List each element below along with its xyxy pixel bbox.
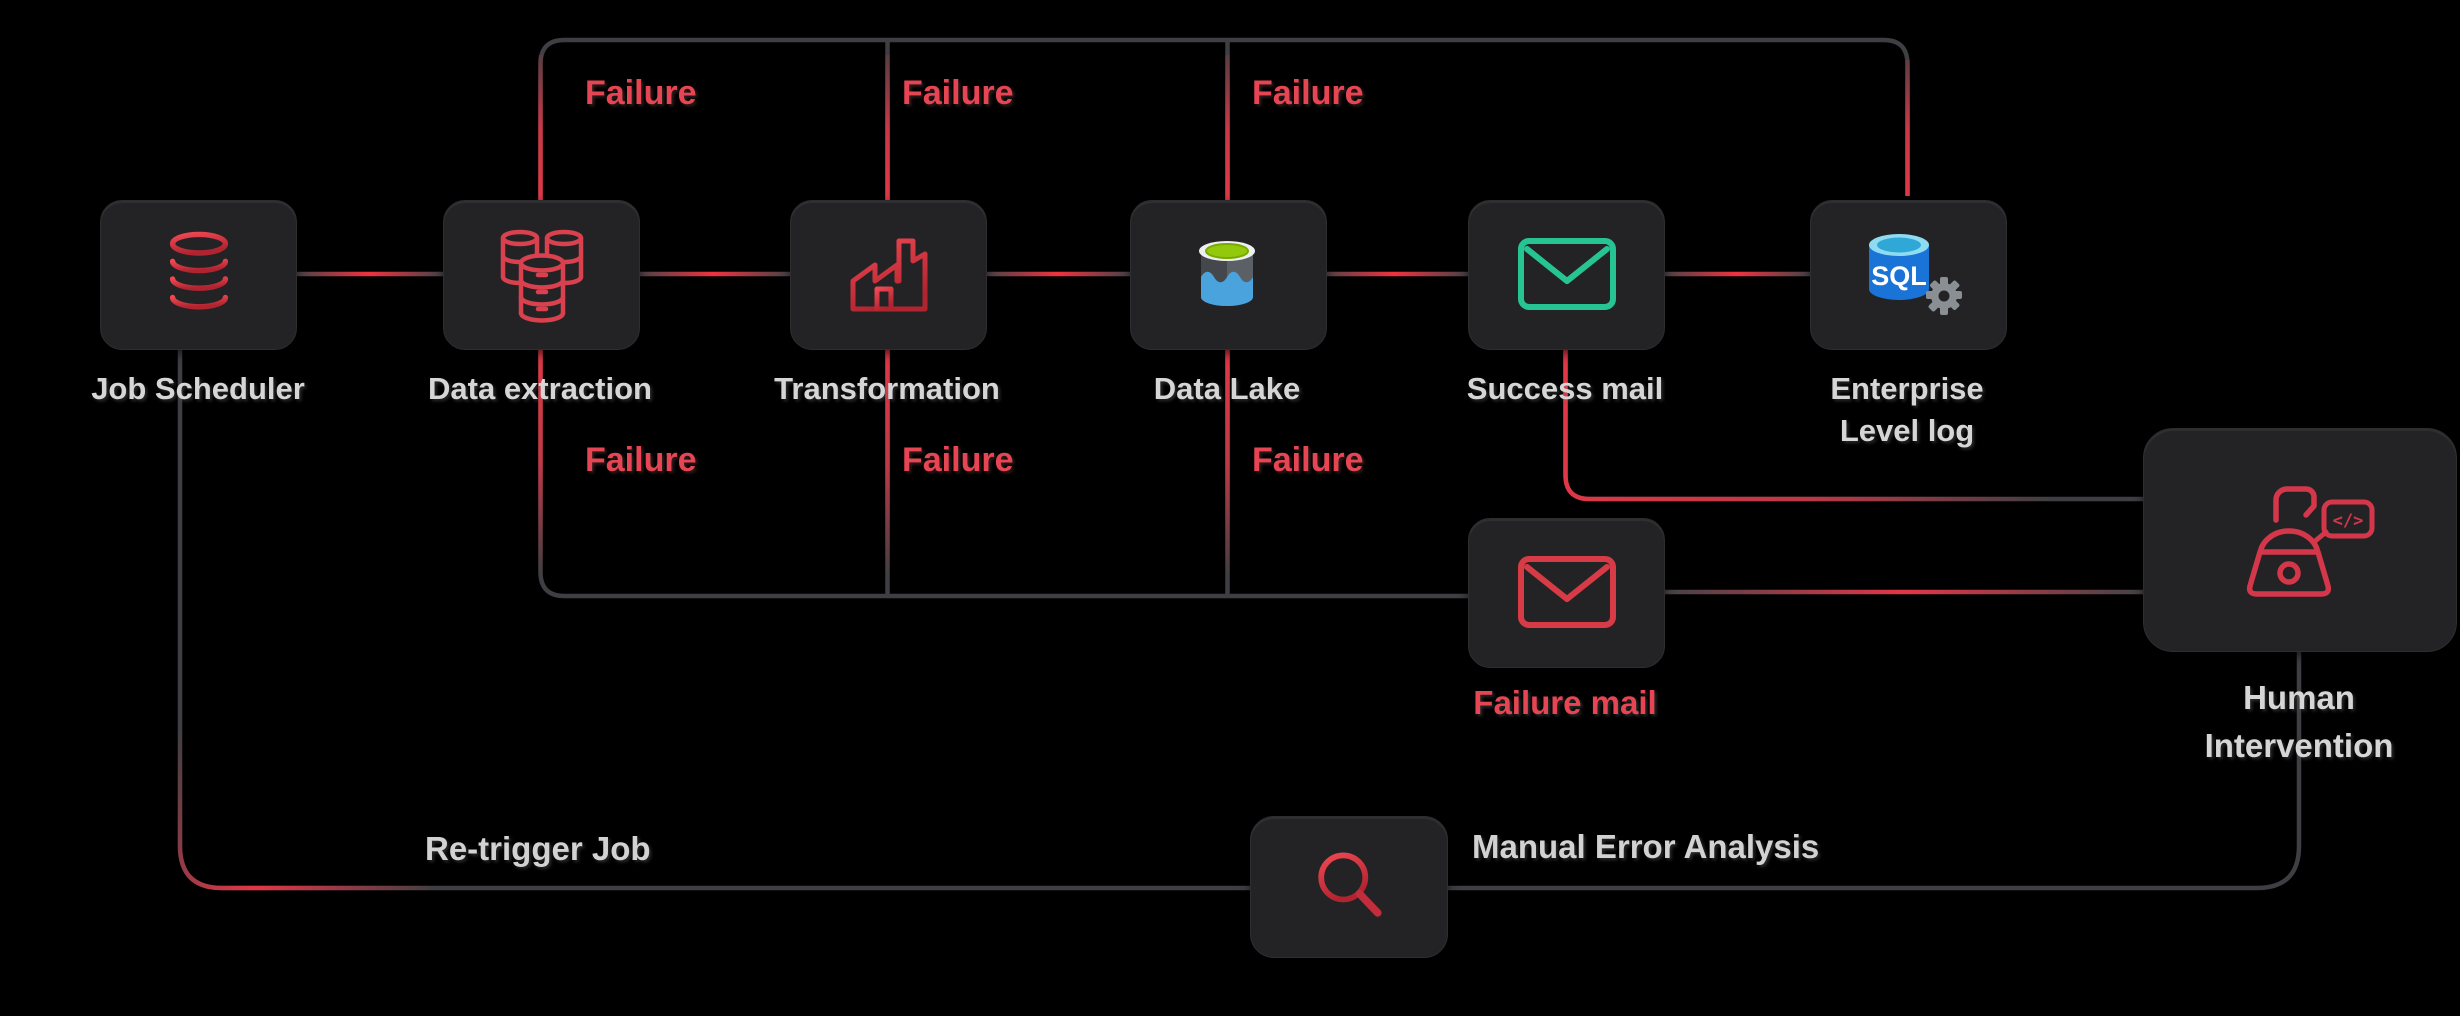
wires-red-glow [177, 55, 2050, 891]
laptop [2246, 549, 2332, 597]
failure-label-top-2: Failure [902, 74, 1014, 112]
glow-retrigger-corner [177, 730, 430, 891]
node-success-mail [1468, 200, 1665, 350]
node-human-intervention: </> [2143, 428, 2457, 652]
label-human-line2: Intervention [2204, 727, 2394, 764]
node-level-log: SQL [1810, 200, 2007, 350]
label-human-intervention: Human Intervention [2149, 674, 2449, 770]
node-data-lake [1130, 200, 1327, 350]
node-job-scheduler [100, 200, 297, 350]
failure-label-top-3: Failure [1252, 74, 1364, 112]
label-failure-mail: Failure mail [1473, 684, 1657, 721]
wires-dark [177, 37, 2302, 891]
node-transformation [790, 200, 987, 350]
label-level-log-line1: Enterprise [1830, 371, 1984, 406]
sql-database-gear-icon: SQL [1868, 234, 1962, 315]
code-glyph: </> [2333, 511, 2364, 531]
failure-label-top-1: Failure [585, 74, 697, 112]
glow-success-curve [1563, 348, 2050, 502]
magnifier-icon [1318, 852, 1382, 917]
person-laptop-code-icon: </> [2246, 486, 2375, 597]
person-head [2273, 486, 2317, 523]
label-retrigger-job: Re-trigger Job [425, 830, 651, 867]
envelope-icon-green [1517, 238, 1616, 310]
azure-data-lake-icon [1198, 241, 1255, 306]
failure-label-mid-1: Failure [585, 441, 697, 479]
gear-icon [1925, 277, 1962, 315]
label-transformation: Transformation [774, 371, 1000, 406]
label-manual-error-analysis: Manual Error Analysis [1472, 828, 1820, 865]
label-job-scheduler: Job Scheduler [91, 371, 305, 406]
speech-bubble: </> [2311, 499, 2375, 545]
person-shoulders [2257, 528, 2321, 559]
node-manual-error-analysis [1250, 816, 1448, 958]
factory-icon [850, 238, 927, 312]
label-level-log: Enterprise Level log [1757, 368, 2057, 452]
label-level-log-line2: Level log [1839, 413, 1975, 448]
label-success-mail: Success mail [1466, 371, 1664, 406]
label-human-line1: Human [2243, 679, 2355, 716]
label-data-extraction: Data extraction [428, 371, 652, 406]
failure-label-mid-3: Failure [1252, 441, 1364, 479]
edge-failure-top-loop [538, 37, 1910, 200]
failure-label-mid-2: Failure [902, 441, 1014, 479]
wires-main-row [295, 271, 2143, 595]
node-data-extraction [443, 200, 640, 350]
envelope-icon-red [1517, 556, 1616, 628]
node-failure-mail [1468, 518, 1665, 668]
sql-label: SQL [1871, 261, 1927, 291]
database-icon [169, 231, 228, 310]
multi-database-icon [500, 229, 583, 323]
label-data-lake: Data Lake [1153, 371, 1301, 406]
